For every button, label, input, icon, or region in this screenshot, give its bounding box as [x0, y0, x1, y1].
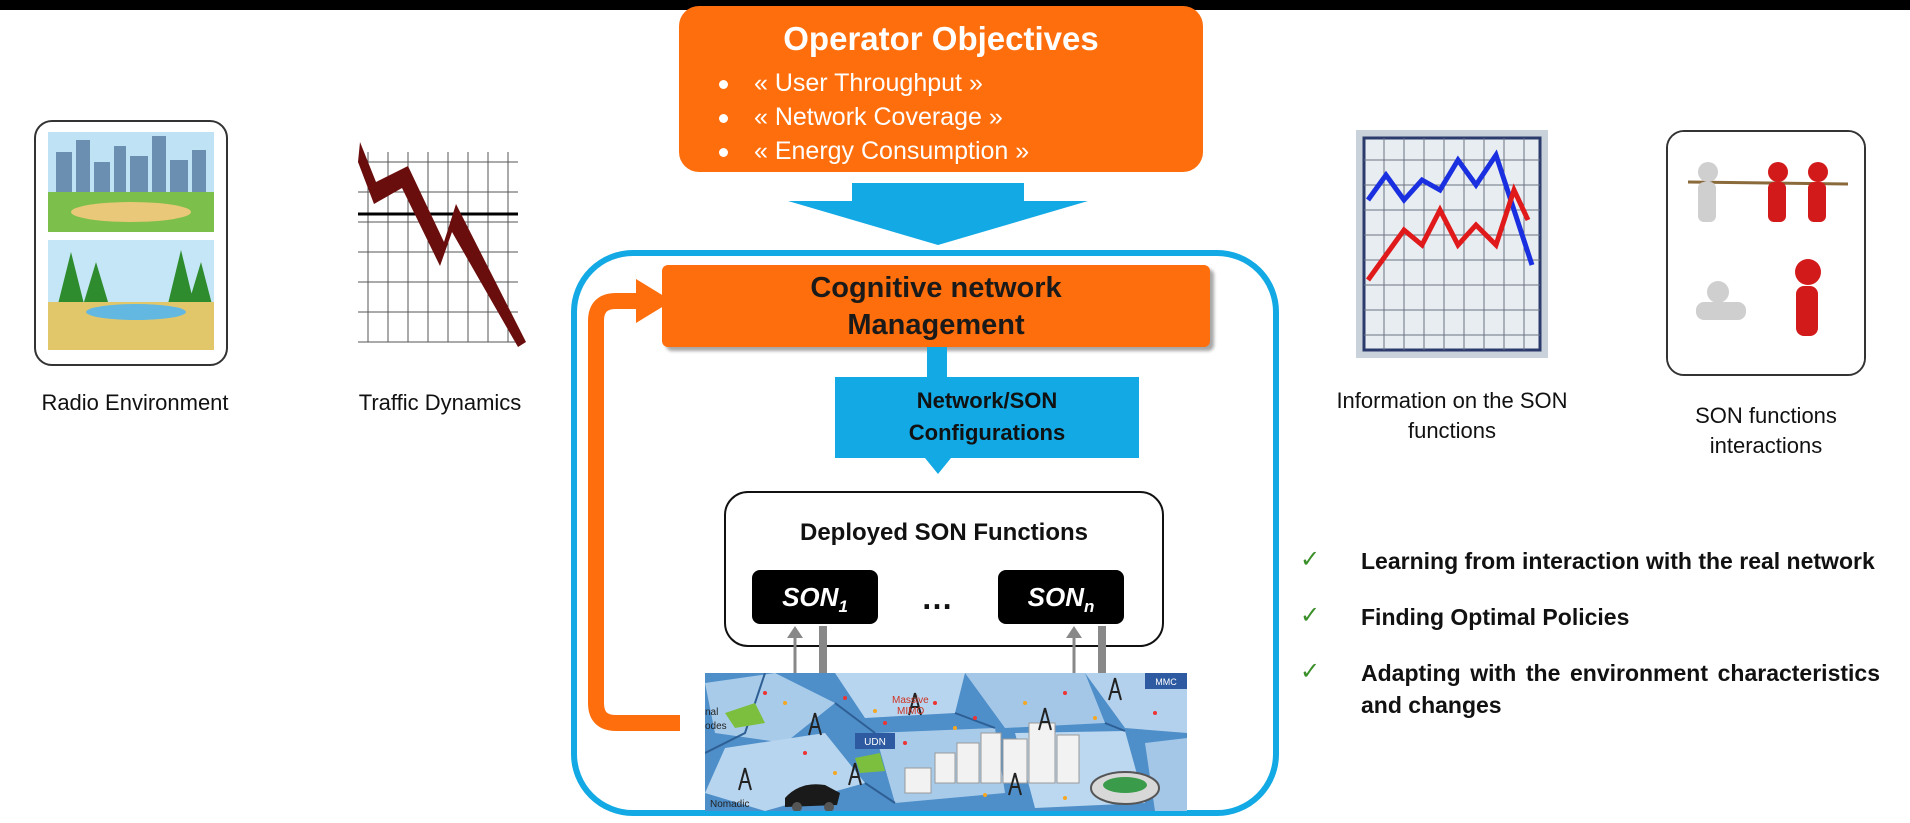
checklist-item: ✓ Learning from interaction with the rea… — [1300, 546, 1875, 574]
son-n-chip: SONn — [998, 570, 1124, 624]
feedback-loop-arrow-icon — [588, 279, 680, 731]
bullet-icon — [719, 113, 728, 123]
nomadic-label: Nomadic — [710, 799, 749, 810]
line-graph-icon — [1356, 130, 1548, 358]
radio-environment-caption: Radio Environment — [41, 390, 229, 415]
udn-label: UDN — [864, 737, 886, 748]
son-interactions-caption: SON functions interactions — [1695, 403, 1837, 458]
odes-label: odes — [705, 721, 727, 732]
objective-item: « Network Coverage » — [719, 100, 1029, 134]
cognitive-loop-frame — [571, 250, 1279, 816]
landscape-icon — [48, 132, 214, 350]
deployed-son-title: Deployed SON Functions — [799, 519, 1089, 546]
nal-label: nal — [705, 707, 718, 718]
cognitive-management-box: Cognitive network Management — [662, 265, 1210, 347]
checklist-item: ✓ Finding Optimal Policies — [1300, 602, 1630, 630]
checkmark-icon: ✓ — [1300, 602, 1321, 629]
benefits-checklist: ✓ Learning from interaction with the rea… — [1300, 545, 1880, 745]
tug-of-war-icon — [1668, 132, 1864, 374]
cognitive-management-label: Cognitive network Management — [810, 272, 1062, 341]
top-black-bar — [0, 0, 1910, 10]
small-down-arrow-icon — [925, 458, 951, 474]
declining-graph-icon — [348, 142, 526, 360]
operator-objectives-box: Operator Objectives « User Throughput » … — [679, 6, 1203, 172]
son-information-caption: Information on the SON functions — [1336, 388, 1568, 443]
objectives-list: « User Throughput » « Network Coverage »… — [719, 66, 1029, 168]
son-1-chip: SON1 — [752, 570, 878, 624]
connector-bar — [927, 347, 947, 377]
traffic-dynamics-image — [348, 142, 526, 360]
objective-item: « Energy Consumption » — [719, 134, 1029, 168]
operator-objectives-title: Operator Objectives — [783, 20, 1099, 57]
son-configurations-label: Network/SON Configurations — [908, 388, 1066, 445]
son-information-image — [1356, 130, 1548, 358]
son-configurations-box: Network/SON Configurations — [835, 377, 1139, 458]
son-ellipsis: … — [921, 580, 953, 616]
network-map-illustration: UDN nal odes Massive MIMO Nomadic MMC — [705, 673, 1187, 811]
mimo-label: MIMO — [897, 706, 924, 717]
bullet-icon — [719, 79, 728, 89]
mmc-label: MMC — [1155, 677, 1177, 687]
checkmark-icon: ✓ — [1300, 658, 1321, 685]
bullet-icon — [719, 147, 728, 157]
objective-item: « User Throughput » — [719, 66, 1029, 100]
checklist-item: ✓ Adapting with the environment characte… — [1300, 658, 1880, 718]
down-arrow-icon — [788, 183, 1088, 245]
checkmark-icon: ✓ — [1300, 546, 1321, 573]
traffic-dynamics-caption: Traffic Dynamics — [358, 390, 522, 415]
radio-environment-image — [34, 120, 228, 366]
son-interactions-image — [1666, 130, 1866, 376]
massive-label: Massive — [892, 695, 929, 706]
